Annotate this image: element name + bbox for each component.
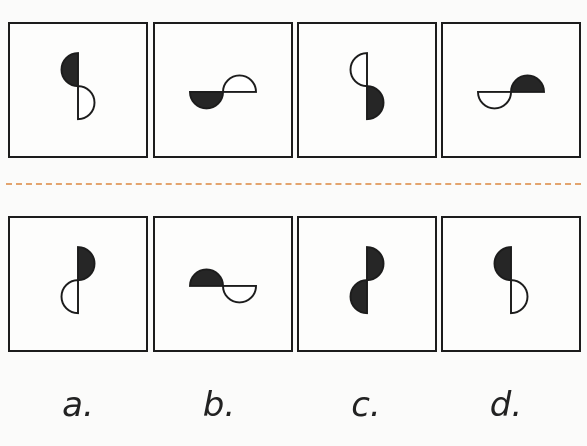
vertical-split-semicircles-icon — [60, 52, 96, 121]
question-figure-2 — [153, 22, 293, 158]
answer-option-c[interactable] — [297, 216, 437, 352]
answer-option-b[interactable] — [153, 216, 293, 352]
answer-label-d[interactable]: d. — [489, 385, 523, 425]
vertical-split-semicircles-icon — [349, 52, 385, 121]
question-figure-3 — [297, 22, 437, 158]
vertical-split-semicircles-icon — [60, 246, 96, 315]
answer-option-a[interactable] — [8, 216, 148, 352]
answer-label-b[interactable]: b. — [202, 385, 236, 425]
answer-label-a[interactable]: a. — [62, 385, 94, 425]
horizontal-split-semicircles-icon — [189, 74, 257, 110]
vertical-split-semicircles-icon — [349, 246, 385, 315]
dashed-divider — [6, 183, 581, 185]
horizontal-split-semicircles-icon — [477, 74, 545, 110]
vertical-split-semicircles-icon — [493, 246, 529, 315]
horizontal-split-semicircles-icon — [189, 268, 257, 304]
question-figure-4 — [441, 22, 581, 158]
answer-option-d[interactable] — [441, 216, 581, 352]
answer-label-c[interactable]: c. — [351, 385, 381, 425]
question-figure-1 — [8, 22, 148, 158]
